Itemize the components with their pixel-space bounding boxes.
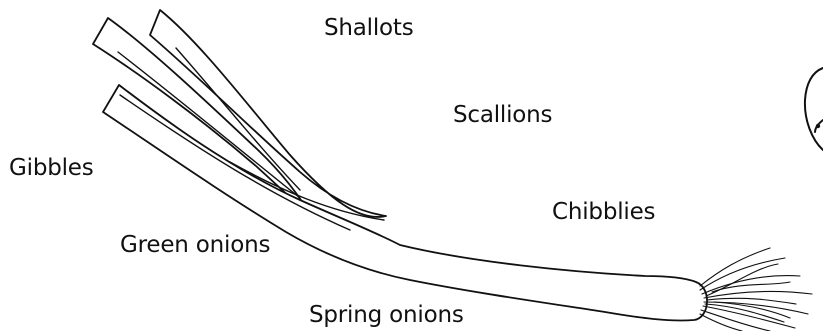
onion-roots: [700, 248, 812, 331]
label-green-onions: Green onions: [120, 234, 270, 257]
label-scallions: Scallions: [453, 104, 552, 127]
label-shallots: Shallots: [324, 17, 414, 40]
label-chibblies: Chibblies: [552, 201, 655, 224]
eye-dot: [816, 124, 820, 128]
partial-figure-right-edge: [805, 68, 823, 150]
label-gibbles: Gibbles: [9, 157, 94, 180]
label-spring-onions: Spring onions: [309, 304, 464, 327]
